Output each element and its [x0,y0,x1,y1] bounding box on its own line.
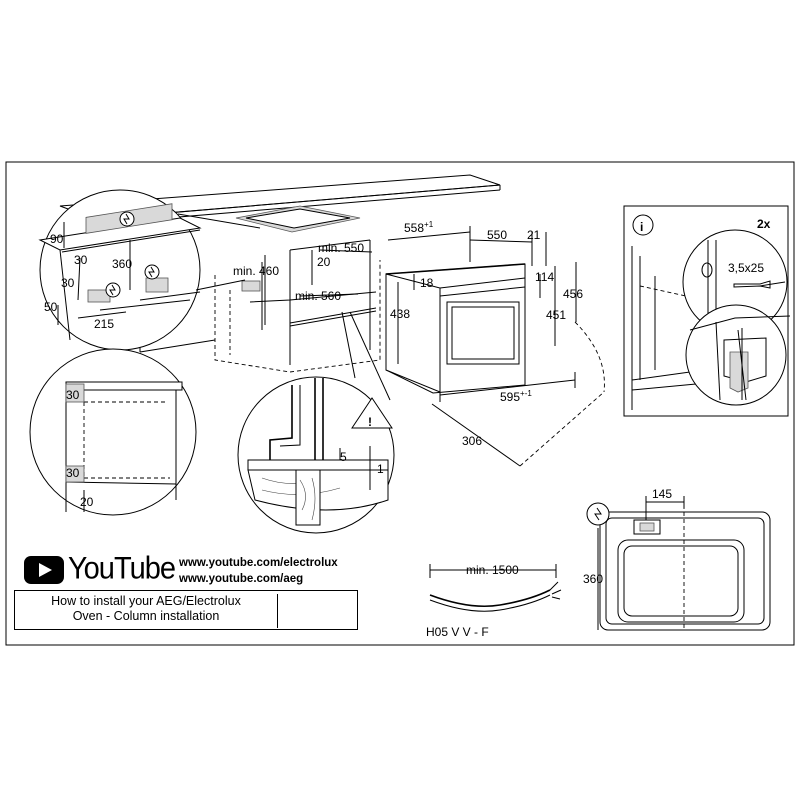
dim-30: 30 [66,466,80,480]
dim-20: 20 [317,255,331,269]
dim-20: 20 [80,495,94,509]
cabinet-corner-circle [29,348,197,516]
warning-icon [351,397,393,429]
dim-5: 5 [340,450,347,464]
dim-360: 360 [112,257,132,271]
dim-min-1500: min. 1500 [466,563,519,577]
dim-438: 438 [390,307,410,321]
cable-type: H05 V V - F [426,625,489,639]
dim-456: 456 [563,287,583,301]
howto-text: How to install your AEG/Electrolux Oven … [15,594,278,628]
dim-50: 50 [44,300,58,314]
screw-size: 3,5x25 [728,261,764,275]
youtube-link-electrolux[interactable]: www.youtube.com/electrolux [179,557,338,569]
dim-558: 558+1 [404,220,434,235]
quantity-2x: 2x [757,217,771,231]
howto-box: How to install your AEG/Electrolux Oven … [14,590,358,630]
dim-30: 30 [66,388,80,402]
dim-min-550: min. 550 [318,241,364,255]
dim-360: 360 [583,572,603,586]
info-icon-glyph: i [640,220,643,234]
dim-595: 595+-1 [500,389,532,404]
dimension-labels: 90 360 30 30 50 215 min. 460 20 min. 550… [44,217,771,639]
info-icon [632,214,654,236]
dim-min-460: min. 460 [233,264,279,278]
youtube-link-aeg[interactable]: www.youtube.com/aeg [179,573,304,585]
dim-114: 114 [535,270,554,284]
diagram-frame [5,161,795,646]
dim-90: 90 [50,232,64,246]
dim-21: 21 [527,228,541,242]
dim-550: 550 [487,228,507,242]
dim-1: 1 [377,462,384,476]
warning-icon-glyph: ! [368,415,372,429]
dim-18: 18 [420,276,434,290]
screw-info-panel [623,205,791,417]
youtube-play-icon [24,556,64,584]
dim-215: 215 [94,317,114,331]
socket-detail-circle [38,189,261,351]
gap-detail-circle [237,311,395,534]
dim-451: 451 [546,308,566,322]
power-cable [429,564,562,612]
dim-145: 145 [652,487,672,501]
dim-306: 306 [462,434,482,448]
youtube-wordmark: YouTube [68,551,176,587]
oven-front-view [586,496,771,631]
dim-30: 30 [61,276,75,290]
dim-min-560: min. 560 [295,289,341,303]
dim-30: 30 [74,253,88,267]
